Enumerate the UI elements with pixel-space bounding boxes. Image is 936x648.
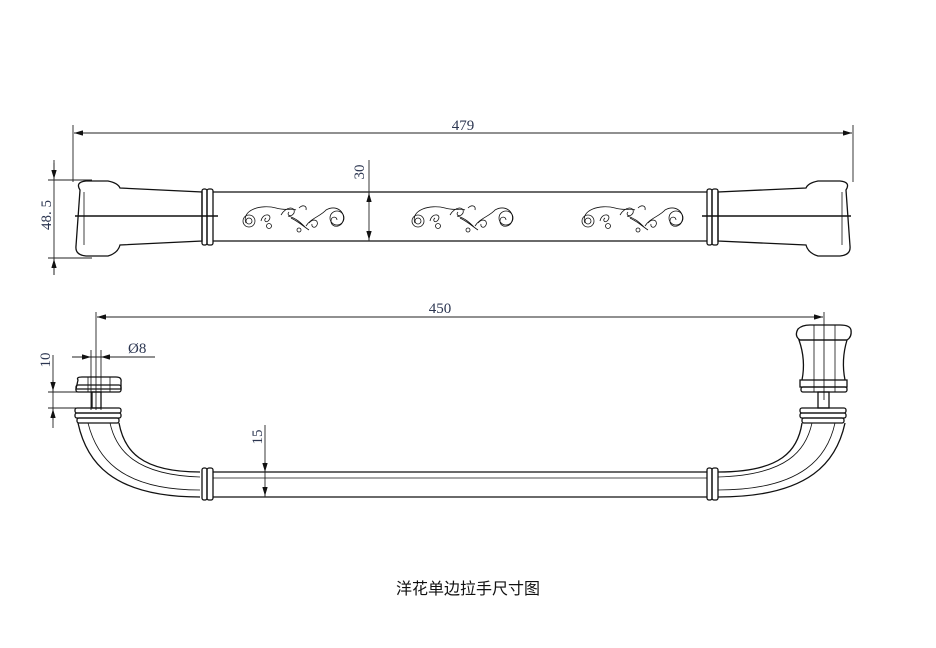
dim-grip-height: 30	[352, 165, 368, 180]
dim-overall-length: 479	[452, 118, 475, 134]
dim-screw-diameter: Ø8	[128, 341, 146, 357]
dim-center-distance: 450	[429, 301, 452, 317]
dim-gap: 10	[38, 353, 54, 368]
dim-tube-diameter: 15	[250, 430, 266, 445]
dim-end-height: 48. 5	[39, 200, 55, 230]
side-view: 450 Ø8 10	[38, 301, 852, 501]
drawing-caption: 洋花单边拉手尺寸图	[395, 579, 540, 598]
top-view: 479 48. 5 30	[39, 118, 854, 275]
